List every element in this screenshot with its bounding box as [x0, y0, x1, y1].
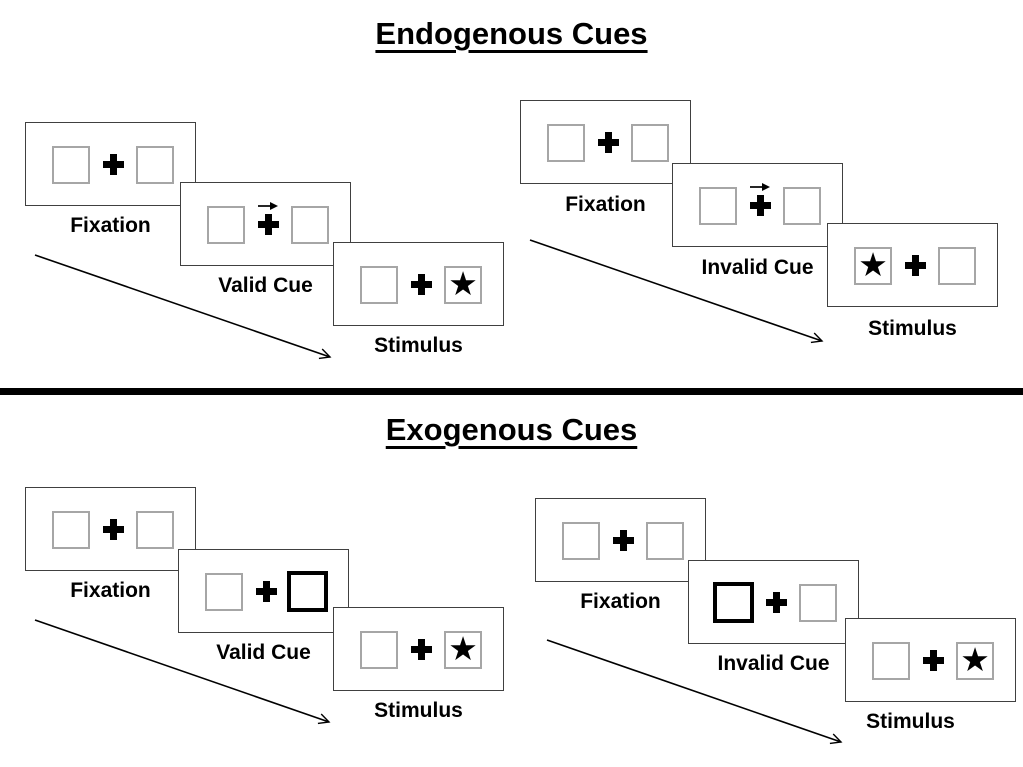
fixation-cross-icon [411, 639, 432, 660]
right-placeholder-box [938, 247, 976, 285]
fixation-cross-icon [750, 195, 771, 216]
left-placeholder-box [360, 266, 398, 304]
cue-slide [180, 182, 351, 266]
time-course-arrow [529, 239, 822, 341]
slide-label: Stimulus [374, 334, 463, 357]
right-placeholder-box [136, 146, 174, 184]
fixation-cross-icon [905, 255, 926, 276]
slide-label: Fixation [70, 579, 151, 602]
time-course-arrow [34, 254, 330, 357]
slide-label: Invalid Cue [701, 256, 814, 279]
right-placeholder-box [783, 187, 821, 225]
left-placeholder-box [547, 124, 585, 162]
left-placeholder-box [52, 146, 90, 184]
cue-slide [178, 549, 349, 633]
left-placeholder-box [52, 511, 90, 549]
slide-label: Stimulus [866, 710, 955, 733]
cue-slide [672, 163, 843, 247]
fixation-cross-icon [613, 530, 634, 551]
stimulus-slide: ★ [827, 223, 998, 307]
right-target-box: ★ [444, 631, 482, 669]
right-placeholder-box [136, 511, 174, 549]
fixation-cross-icon [256, 581, 277, 602]
left-placeholder-box [562, 522, 600, 560]
stimulus-slide: ★ [333, 607, 504, 691]
cue-arrow-icon [258, 202, 278, 210]
cue-highlight-box [287, 571, 328, 612]
section-divider [0, 388, 1023, 395]
right-placeholder-box [646, 522, 684, 560]
right-placeholder-box [291, 206, 329, 244]
fixation-cross-icon [598, 132, 619, 153]
cue-arrow-icon [750, 183, 770, 191]
time-course-arrow [34, 619, 329, 722]
stimulus-slide: ★ [845, 618, 1016, 702]
slide-label: Stimulus [868, 317, 957, 340]
section-title-exogenous: Exogenous Cues [385, 412, 638, 447]
cue-slide [688, 560, 859, 644]
slide-label: Fixation [580, 590, 661, 613]
left-placeholder-box [699, 187, 737, 225]
left-placeholder-box [360, 631, 398, 669]
fixation-cross-icon [103, 154, 124, 175]
right-placeholder-box [799, 584, 837, 622]
left-placeholder-box [205, 573, 243, 611]
cue-highlight-box [713, 582, 754, 623]
slide-label: Valid Cue [216, 641, 311, 664]
slide-label: Invalid Cue [717, 652, 830, 675]
slide-label: Fixation [565, 193, 646, 216]
target-star-icon: ★ [858, 244, 888, 284]
time-course-arrow [546, 639, 841, 742]
fixation-slide [25, 487, 196, 571]
fixation-slide [535, 498, 706, 582]
target-star-icon: ★ [448, 628, 478, 668]
left-placeholder-box [207, 206, 245, 244]
right-target-box: ★ [956, 642, 994, 680]
slide-label: Valid Cue [218, 274, 313, 297]
right-placeholder-box [631, 124, 669, 162]
slide-label: Fixation [70, 214, 151, 237]
fixation-cross-icon [766, 592, 787, 613]
fixation-cross-icon [923, 650, 944, 671]
fixation-cross-icon [103, 519, 124, 540]
section-title-endogenous: Endogenous Cues [375, 16, 648, 51]
fixation-slide [520, 100, 691, 184]
stimulus-slide: ★ [333, 242, 504, 326]
left-target-box: ★ [854, 247, 892, 285]
fixation-slide [25, 122, 196, 206]
right-target-box: ★ [444, 266, 482, 304]
target-star-icon: ★ [448, 263, 478, 303]
slide-label: Stimulus [374, 699, 463, 722]
target-star-icon: ★ [960, 639, 990, 679]
fixation-cross-icon [258, 214, 279, 235]
fixation-cross-icon [411, 274, 432, 295]
left-placeholder-box [872, 642, 910, 680]
